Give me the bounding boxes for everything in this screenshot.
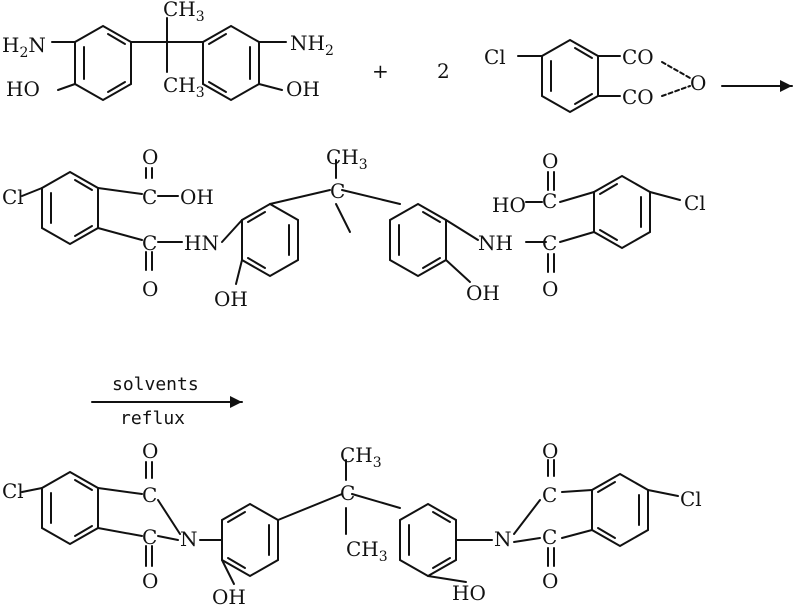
carbon-label-prod-4: C bbox=[542, 525, 557, 549]
oh-label-left: HO bbox=[6, 77, 40, 101]
chloro-label-product-left: Cl bbox=[2, 479, 24, 503]
carbon-label-prod-1: C bbox=[142, 483, 157, 507]
reaction-arrow-1 bbox=[721, 80, 793, 92]
anhydride-oxygen-label: O bbox=[690, 71, 706, 95]
product-bisimide bbox=[21, 459, 679, 585]
imide-nitrogen-right: N bbox=[494, 527, 512, 551]
intermediate-amic-acid bbox=[21, 159, 681, 285]
phenol-label-prod-left: OH bbox=[212, 585, 246, 608]
chloro-label-mid-right: Cl bbox=[684, 191, 706, 215]
amide-label-left: HN bbox=[184, 231, 219, 255]
phenol-label-mid-left: OH bbox=[214, 287, 248, 311]
oxo-label-mid-1: O bbox=[142, 145, 158, 169]
stoich-coefficient: 2 bbox=[437, 59, 450, 83]
carbon-label-mid-3: C bbox=[542, 189, 557, 213]
oxo-label-prod-2: O bbox=[142, 569, 158, 593]
reactant-diamine bbox=[51, 17, 287, 102]
carbon-label-mid-4: C bbox=[542, 231, 557, 255]
reactant-anhydride bbox=[517, 38, 691, 114]
chloro-label-reactant: Cl bbox=[484, 45, 506, 69]
condition-reflux: reflux bbox=[120, 408, 185, 429]
carbon-label-prod-quaternary: C bbox=[340, 481, 355, 505]
hydroxyl-acid-mid-right: HO bbox=[492, 193, 526, 217]
carbon-label-prod-2: C bbox=[142, 525, 157, 549]
oxo-label-prod-4: O bbox=[542, 569, 558, 593]
methyl-label-top: CH3 bbox=[163, 0, 205, 25]
methyl-label-prod-bottom: CH3 bbox=[346, 537, 388, 565]
carbonyl-label-top: CO bbox=[622, 45, 654, 69]
oxo-label-mid-2: O bbox=[142, 277, 158, 301]
reaction-arrow-2 bbox=[91, 396, 243, 408]
carbon-label-prod-3: C bbox=[542, 483, 557, 507]
methyl-label-mid-top: CH3 bbox=[326, 145, 368, 173]
oxo-label-prod-1: O bbox=[142, 439, 158, 463]
carbonyl-label-bottom: CO bbox=[622, 85, 654, 109]
oh-label-right: OH bbox=[286, 77, 320, 101]
nh2-label-right: NH2 bbox=[290, 31, 334, 59]
plus-sign: + bbox=[372, 59, 389, 83]
nh2-label-left: H2N bbox=[2, 33, 46, 61]
methyl-label-prod-top: CH3 bbox=[340, 443, 382, 471]
chloro-label-mid-left: Cl bbox=[2, 185, 24, 209]
hydroxyl-acid-mid-left: OH bbox=[180, 185, 214, 209]
methyl-label-bottom: CH3 bbox=[163, 73, 205, 101]
imide-nitrogen-left: N bbox=[180, 527, 198, 551]
condition-solvents: solvents bbox=[112, 374, 199, 395]
amide-label-right: NH bbox=[478, 231, 513, 255]
oxo-label-mid-4: O bbox=[542, 277, 558, 301]
carbon-label-mid-2: C bbox=[142, 231, 157, 255]
phenol-label-mid-right: OH bbox=[466, 281, 500, 305]
carbon-label-mid-1: C bbox=[142, 185, 157, 209]
oxo-label-prod-3: O bbox=[542, 439, 558, 463]
carbon-label-mid-quaternary: C bbox=[330, 179, 345, 203]
chloro-label-product-right: Cl bbox=[680, 487, 702, 511]
oxo-label-mid-3: O bbox=[542, 149, 558, 173]
phenol-label-prod-right: HO bbox=[452, 581, 486, 605]
